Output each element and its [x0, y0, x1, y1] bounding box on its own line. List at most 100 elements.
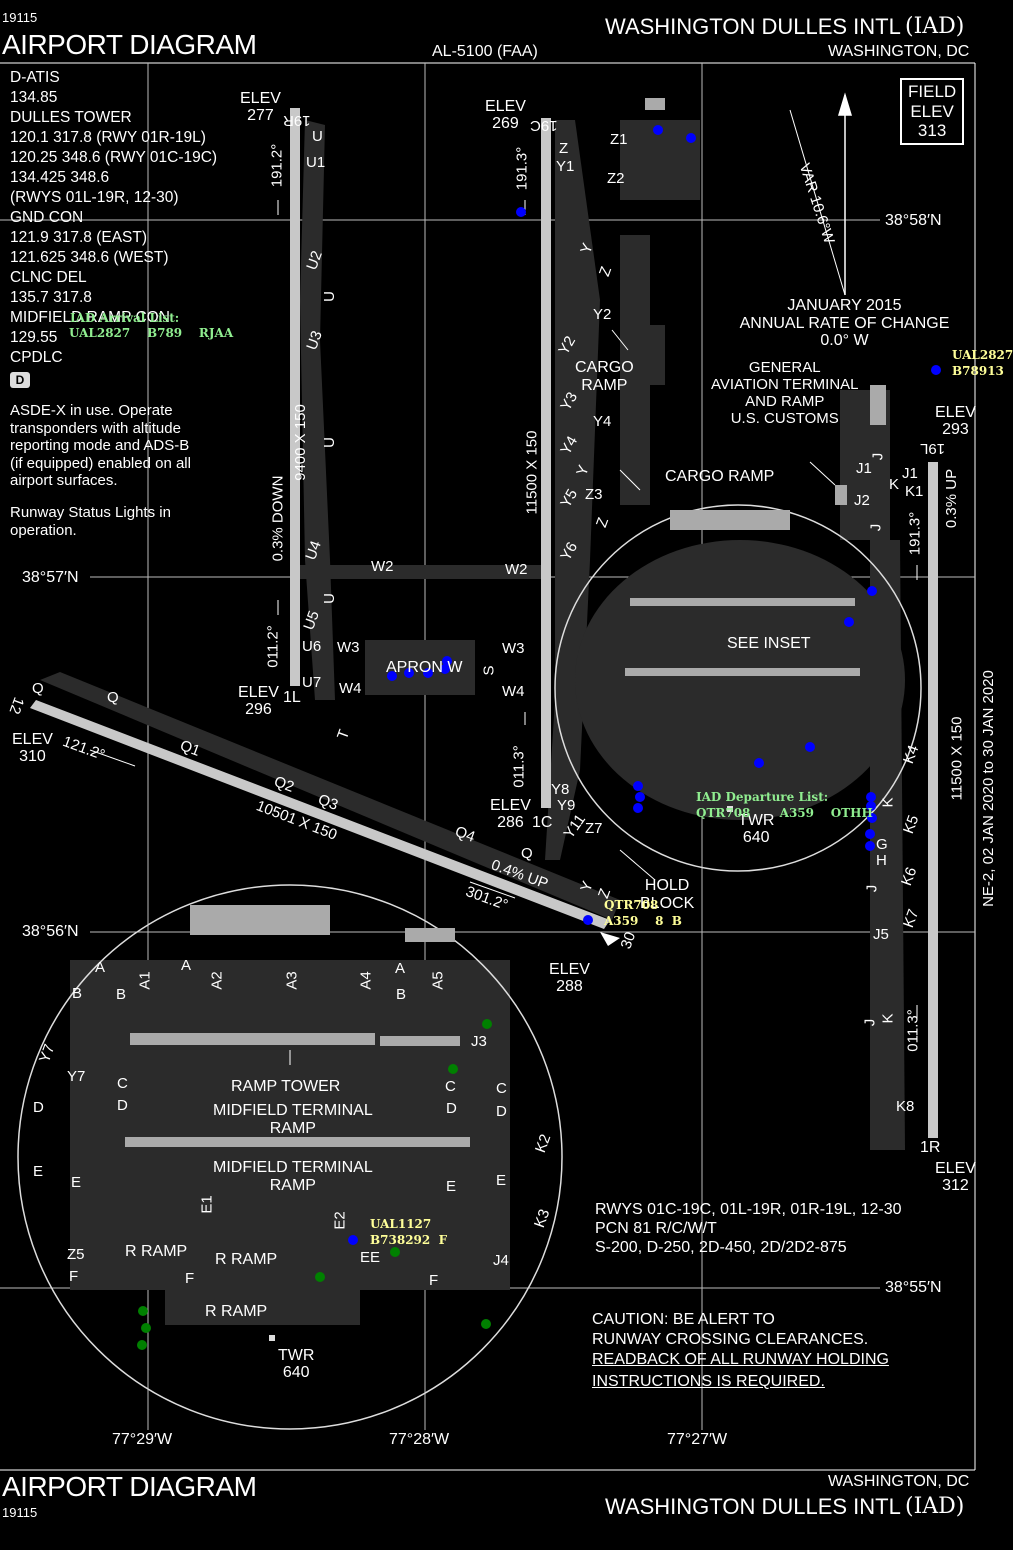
inset-taxiway-y7: Y7 [67, 1068, 86, 1085]
inset-taxiway-e-1: E [33, 1163, 44, 1180]
caution-line-4: INSTRUCTIONS IS REQUIRED. [592, 1373, 825, 1390]
heading-arrows [89, 200, 918, 1020]
lon-label-1: 77°29′W [112, 1431, 173, 1448]
ga-leader [809, 461, 836, 486]
inset-twr-label: TWR 640 [278, 1347, 315, 1381]
inset-taxiway-e-2: E [71, 1174, 82, 1191]
r-ramp-label-3: R RAMP [205, 1303, 268, 1320]
inset-taxiway-a4: A4 [357, 971, 375, 990]
see-inset-label: SEE INSET [727, 635, 811, 652]
inset-taxiway-a5: A5 [429, 971, 447, 990]
taxiway-j-n: J [869, 452, 887, 461]
taxiway-y1: Y1 [556, 158, 575, 175]
center-heading-top: 191.3° [513, 146, 531, 191]
footer-city: WASHINGTON, DC [828, 1473, 970, 1490]
pavement-areas [40, 120, 905, 1325]
taxiway-y4: Y4 [593, 413, 612, 430]
taxiway-j-mid: J [867, 523, 885, 532]
inset-taxiway-j3: J3 [471, 1033, 487, 1050]
taxiway-k1: K1 [905, 483, 924, 500]
taxiway-j-low: J [861, 1018, 879, 1027]
r-ramp-label-2: R RAMP [215, 1251, 278, 1268]
center-heading-bottom: 011.3° [510, 745, 528, 788]
taxiway-z1: Z1 [610, 131, 628, 148]
taxiway-j5: J5 [873, 926, 889, 943]
west-heading-bottom: 011.2° [264, 625, 282, 668]
tag-ual1127: UAL1127 B738292 F [370, 1217, 448, 1247]
apron-w-label: APRON W [386, 659, 463, 676]
ga-terminal-label: GENERAL AVIATION TERMINAL AND RAMP U.S. … [711, 359, 859, 427]
rwsl-note: Runway Status Lights in operation. [10, 504, 171, 539]
taxiway-z: Z [559, 140, 569, 157]
lat-label-2: 38°57′N [22, 569, 79, 586]
elev-12: ELEV 310 [12, 731, 53, 765]
r-ramp-label-1: R RAMP [125, 1243, 188, 1260]
inset-taxiway-d-3: D [446, 1100, 457, 1117]
runway-01c-19c [541, 118, 551, 808]
taxiway-u-mid: U [320, 291, 338, 302]
elev-01c: ELEV 286 [490, 797, 531, 831]
midfield-ramp-label-1: MIDFIELD TERMINAL RAMP [213, 1102, 373, 1137]
center-runway-dims: 11500 X 150 [523, 430, 541, 515]
taxiway-k-mid: K [879, 797, 897, 808]
taxiway-w3-west: W3 [337, 639, 360, 656]
ramp-tower-label: RAMP TOWER [231, 1078, 341, 1095]
cargo-ramp-label-2: CARGO RAMP [665, 468, 775, 485]
taxiway-k-n: K [889, 476, 900, 493]
chart-ref: AL-5100 (FAA) [432, 43, 538, 60]
inset-taxiway-ee: EE [360, 1249, 381, 1266]
taxiway-w3-east: W3 [502, 640, 525, 657]
east-heading-top: 191.3° [906, 511, 924, 556]
twr-marker [727, 806, 733, 812]
runways [30, 108, 938, 1138]
caution-line-2: RUNWAY CROSSING CLEARANCES. [592, 1331, 869, 1348]
inset-taxiway-b-2: B [116, 986, 127, 1003]
elev-30: ELEV 288 [549, 961, 590, 995]
taxiway-u-mid2: U [320, 437, 338, 448]
inset-taxiway-f-2: F [185, 1270, 195, 1287]
inset-taxiway-a-1: A [95, 959, 106, 976]
inset-taxiway-c-2: C [445, 1078, 456, 1095]
aircraft-markers [348, 125, 941, 1245]
field-elevation-box: FIELD ELEV 313 [900, 78, 965, 145]
taxiway-s: S [480, 665, 498, 676]
chart-number: 19115 [2, 10, 38, 25]
runway-19c-label: 19C [530, 117, 558, 134]
taxiway-q-2: Q [107, 689, 119, 706]
inset-taxiway-f-1: F [69, 1268, 79, 1285]
airport-code: (IAD) [905, 14, 965, 39]
lat-label-4: 38°55′N [885, 1279, 942, 1296]
east-heading-bottom: 011.3° [904, 1009, 922, 1052]
runway-12-30 [30, 700, 610, 929]
tag-qtr708: QTR708 A359 8 B [604, 898, 682, 928]
elev-19r: ELEV 277 [240, 90, 281, 124]
inset-taxiway-d-4: D [496, 1103, 507, 1120]
runway-30-arrow [600, 932, 620, 946]
runway-01l-19r [290, 108, 300, 686]
runway-01l-label: 1L [283, 689, 301, 706]
footer-diagram-title: AIRPORT DIAGRAM [2, 1471, 257, 1502]
inset-taxiway-b-3: B [396, 986, 407, 1003]
taxiway-w4-east: W4 [502, 683, 525, 700]
d-logo: D [10, 372, 30, 388]
taxiway-g: G [876, 836, 888, 853]
taxiway-j-s: J [863, 884, 881, 893]
validity-side-label: NE-2, 02 JAN 2020 to 30 JAN 2020 [979, 670, 997, 907]
inset-taxiway-a1: A1 [136, 971, 154, 990]
inset-taxiway-b-1: B [72, 985, 83, 1002]
departure-list-row: QTR708 A359 OTHH [696, 806, 873, 820]
taxiway-y8: Y8 [551, 781, 570, 798]
asde-note: ASDE-X in use. Operate transponders with… [10, 402, 191, 489]
taxiway-z7: Z7 [585, 820, 603, 837]
taxiway-j1-e: J1 [902, 465, 918, 482]
lat-label-3: 38°56′N [22, 923, 79, 940]
taxiway-w2-west: W2 [371, 558, 394, 575]
lon-label-2: 77°28′W [389, 1431, 450, 1448]
taxiway-q-e: Q [521, 845, 533, 862]
inset-taxiway-a3: A3 [283, 971, 301, 990]
runway-01r-label: 1R [920, 1139, 941, 1156]
west-heading-top: 191.2° [268, 143, 286, 188]
west-slope: 0.3% DOWN [269, 475, 287, 562]
pcn-note: RWYS 01C-19C, 01L-19R, 01R-19L, 12-30 PC… [595, 1201, 902, 1256]
